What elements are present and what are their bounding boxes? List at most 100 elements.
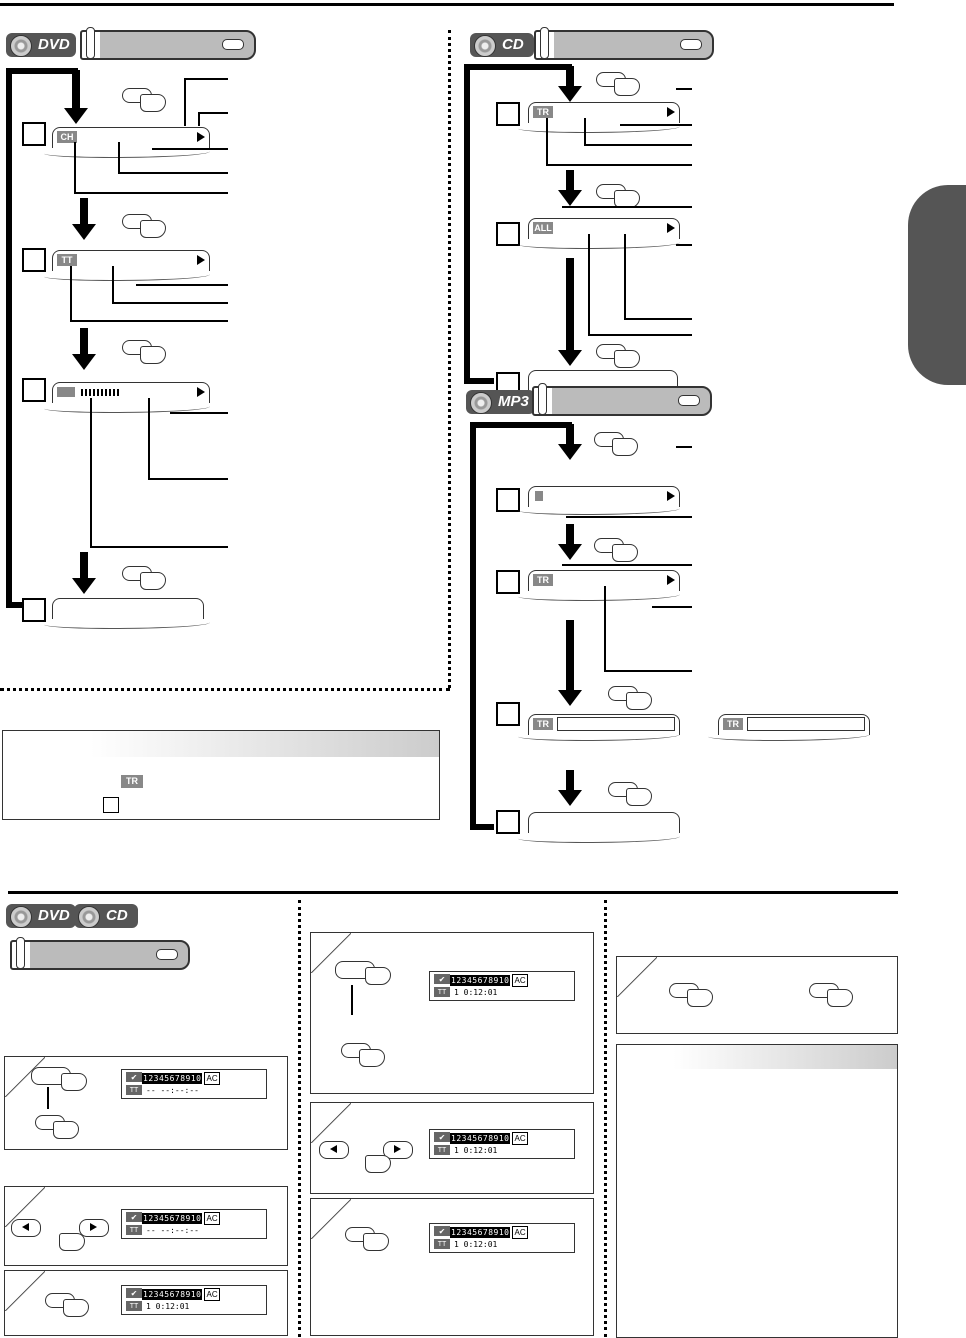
press-hand-icon — [122, 340, 162, 362]
display-remote-button — [80, 30, 256, 60]
signal-bars-icon — [57, 387, 75, 397]
search-field — [557, 717, 675, 731]
note-header — [3, 731, 439, 757]
callout-line — [198, 112, 228, 114]
dotted-divider — [604, 900, 607, 1337]
step-box — [496, 488, 520, 512]
all-display: ALL — [528, 218, 680, 239]
display-off — [52, 598, 204, 619]
play-icon — [197, 255, 205, 265]
callout-line — [184, 78, 186, 126]
chapter-display: CH — [52, 127, 210, 148]
cd-loop-arrow — [566, 66, 574, 88]
callout-line — [112, 266, 114, 302]
down-arrow — [80, 328, 88, 356]
step-box-icon — [103, 797, 119, 813]
dvd-logo: DVD — [6, 33, 76, 57]
title-display: TT — [52, 250, 210, 271]
disc-icon — [78, 906, 100, 928]
callout-line — [584, 144, 692, 146]
note-header — [617, 1045, 897, 1069]
mp3-logo: MP3 — [466, 390, 535, 414]
play-hand-icon — [31, 1067, 71, 1089]
callout-line — [90, 546, 228, 548]
callout-line — [136, 284, 228, 286]
step-box — [496, 702, 520, 726]
press-hand-icon — [669, 983, 709, 1005]
mp3-loop-arrow — [566, 424, 574, 446]
note-box — [616, 1044, 898, 1338]
cd-logo: CD — [74, 904, 138, 928]
step-panel: ✔12345678910AC TT-- --:--:-- — [4, 1056, 288, 1150]
callout-line — [604, 586, 606, 670]
step-panel: ✔12345678910AC TT1 0:12:01 — [310, 1198, 594, 1336]
press-hand-icon — [359, 1149, 399, 1171]
press-hand-icon — [596, 72, 636, 94]
dvd-loop-arrow — [72, 70, 80, 110]
display-wave — [708, 730, 870, 741]
down-arrow — [566, 620, 574, 692]
play-icon — [667, 491, 675, 501]
dvd-logo: DVD — [6, 904, 76, 928]
disc-icon — [10, 35, 32, 57]
press-hand-icon — [45, 1293, 85, 1315]
callout-line — [148, 478, 228, 480]
press-hand-icon — [341, 1043, 381, 1065]
section-rule — [8, 891, 898, 894]
callout-line — [676, 88, 692, 90]
callout-line — [604, 670, 692, 672]
remote-key-icon — [678, 395, 700, 406]
display-off — [528, 812, 680, 833]
callout-line — [184, 78, 228, 80]
press-hand-icon — [608, 686, 648, 708]
program-display: ✔12345678910AC TT-- --:--:-- — [121, 1069, 267, 1099]
step-panel — [616, 956, 898, 1034]
program-display: ✔12345678910AC TT1 0:12:01 — [429, 1223, 575, 1253]
note-box: TR — [2, 730, 440, 820]
remote-grip-icon — [86, 27, 95, 59]
callout-line — [198, 112, 200, 126]
play-icon — [667, 223, 675, 233]
display-wave — [44, 270, 210, 281]
search-field — [747, 717, 865, 731]
callout-line — [152, 148, 228, 150]
disc-icon — [10, 906, 32, 928]
display-wave — [518, 590, 680, 601]
callout-line — [566, 516, 692, 518]
play-icon — [667, 107, 675, 117]
callout-line — [70, 320, 228, 322]
remote-grip-icon — [16, 937, 25, 969]
play-icon — [197, 132, 205, 142]
callout-line — [148, 398, 150, 478]
left-button — [11, 1219, 41, 1237]
mp3-loop-top — [470, 422, 572, 428]
remote-key-icon — [222, 39, 244, 50]
dvd-loop-line — [6, 68, 12, 608]
press-hand-icon — [594, 432, 634, 454]
callout-line — [676, 446, 692, 448]
down-arrow — [80, 552, 88, 580]
step-box — [496, 222, 520, 246]
remote-key-icon — [156, 949, 178, 960]
step-box — [496, 570, 520, 594]
cd-logo: CD — [470, 33, 534, 57]
callout-line — [588, 234, 590, 334]
callout-line — [624, 234, 626, 318]
remote-grip-icon — [540, 27, 549, 59]
press-hand-icon — [122, 214, 162, 236]
track-display: TR — [528, 102, 680, 123]
callout-line — [118, 172, 228, 174]
down-arrow — [566, 170, 574, 192]
callout-line — [562, 564, 692, 566]
callout-line — [112, 302, 228, 304]
down-arrow — [566, 770, 574, 792]
press-hand-icon — [122, 566, 162, 588]
step-box — [22, 248, 46, 272]
cd-loop-bottom — [464, 378, 494, 384]
press-hand-icon — [122, 88, 162, 110]
disc-icon — [474, 35, 496, 57]
callout-line — [546, 118, 548, 164]
